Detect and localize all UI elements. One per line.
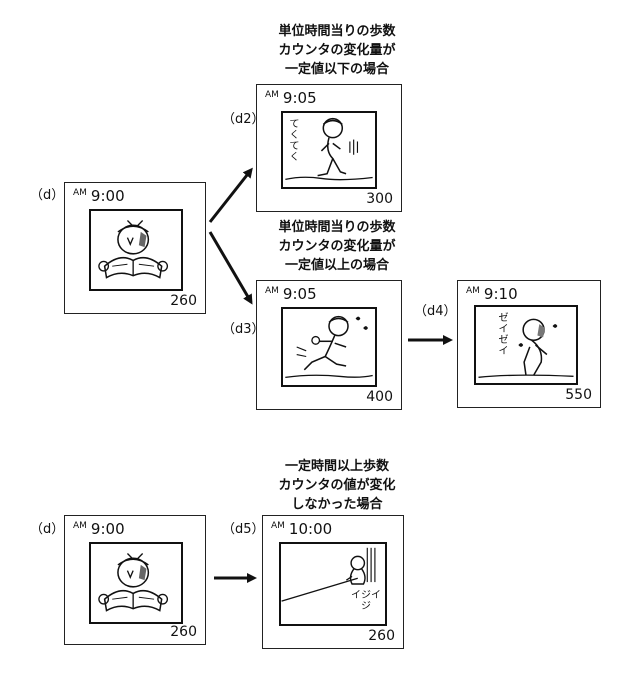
walking-character-scene: てくてく: [281, 111, 377, 189]
step-count: 260: [368, 628, 395, 644]
label-d4: （d4）: [414, 304, 457, 319]
walking-sound-effect: てくてく: [289, 119, 300, 163]
label-d5: （d5）: [222, 522, 265, 537]
panting-sound-effect: ゼイゼイ: [498, 313, 509, 357]
tired-character-scene: ゼイゼイ: [474, 305, 578, 385]
caption-low-rate: 単位時間当りの歩数 カウンタの変化量が 一定値以下の場合: [278, 24, 396, 77]
label-d-top: （d）: [30, 188, 65, 203]
label-d-bottom: （d）: [30, 522, 65, 537]
caption-high-rate: 単位時間当りの歩数 カウンタの変化量が 一定値以上の場合: [278, 220, 396, 273]
step-count: 400: [366, 389, 393, 405]
sulking-sound-effect: イジイジ: [351, 590, 381, 612]
step-count: 260: [170, 293, 197, 309]
arrow-to-d3: [208, 231, 253, 305]
caption-idle: 一定時間以上歩数 カウンタの値が変化 しなかった場合: [278, 459, 396, 512]
label-d3: （d3）: [222, 322, 265, 337]
reading-character-scene: [89, 209, 183, 291]
sulking-character-scene: イジイジ: [279, 542, 387, 626]
arrow-to-d2: [208, 167, 253, 223]
step-count: 300: [366, 191, 393, 207]
step-count: 260: [170, 624, 197, 640]
reading-character-scene: [89, 542, 183, 624]
label-d2: （d2）: [222, 112, 265, 127]
running-character-scene: [281, 307, 377, 387]
step-count: 550: [565, 387, 592, 403]
